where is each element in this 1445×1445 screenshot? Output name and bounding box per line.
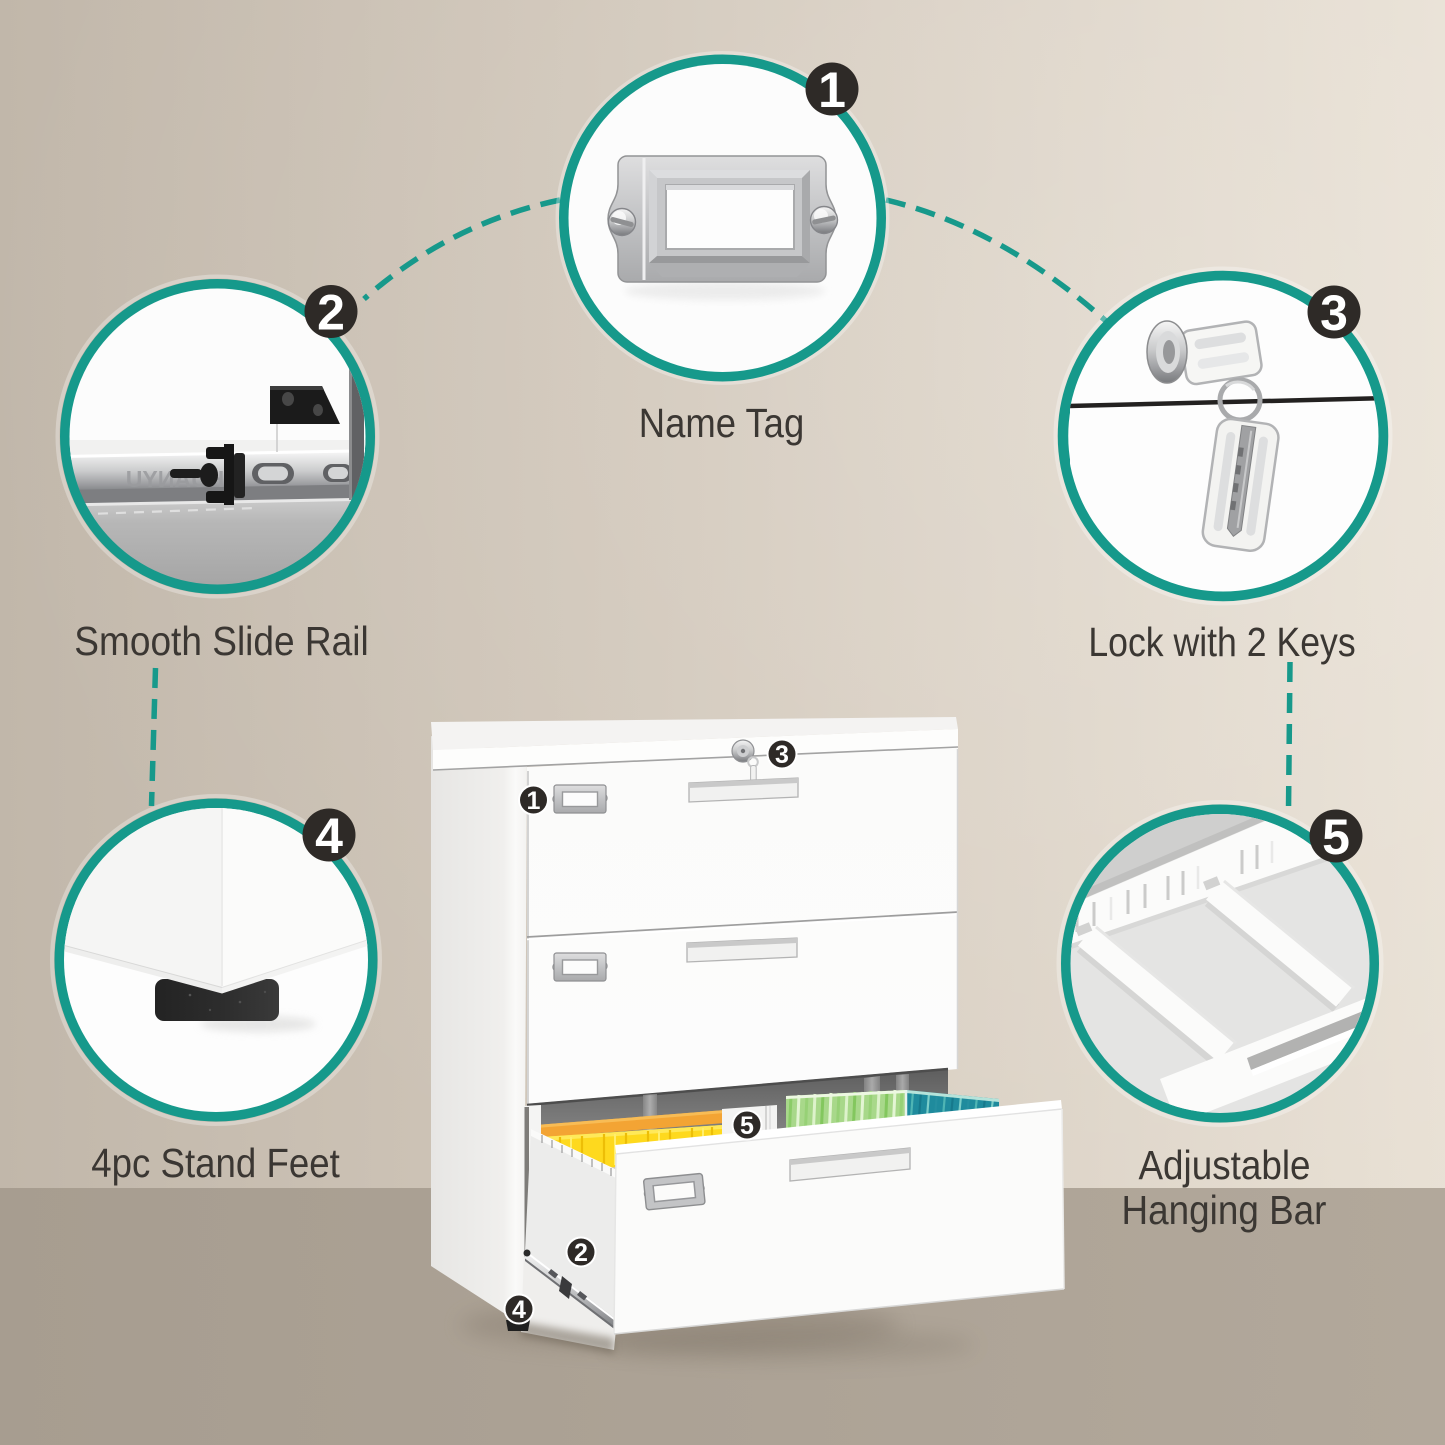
svg-text:Name Tag: Name Tag <box>639 401 804 446</box>
svg-text:5: 5 <box>740 1112 754 1140</box>
svg-text:1: 1 <box>527 787 541 815</box>
svg-text:Adjustable: Adjustable <box>1138 1143 1310 1188</box>
svg-text:2: 2 <box>574 1239 588 1267</box>
svg-text:Hanging Bar: Hanging Bar <box>1122 1188 1327 1233</box>
svg-text:5: 5 <box>1322 809 1350 865</box>
svg-text:3: 3 <box>775 741 789 769</box>
svg-text:Smooth Slide Rail: Smooth Slide Rail <box>74 620 368 665</box>
svg-text:Lock with 2 Keys: Lock with 2 Keys <box>1088 620 1355 666</box>
svg-text:2: 2 <box>317 285 345 341</box>
svg-text:4pc Stand Feet: 4pc Stand Feet <box>91 1141 340 1186</box>
svg-text:4: 4 <box>315 808 343 864</box>
svg-text:4: 4 <box>512 1296 526 1324</box>
svg-text:3: 3 <box>1320 285 1348 341</box>
svg-text:1: 1 <box>818 62 846 118</box>
